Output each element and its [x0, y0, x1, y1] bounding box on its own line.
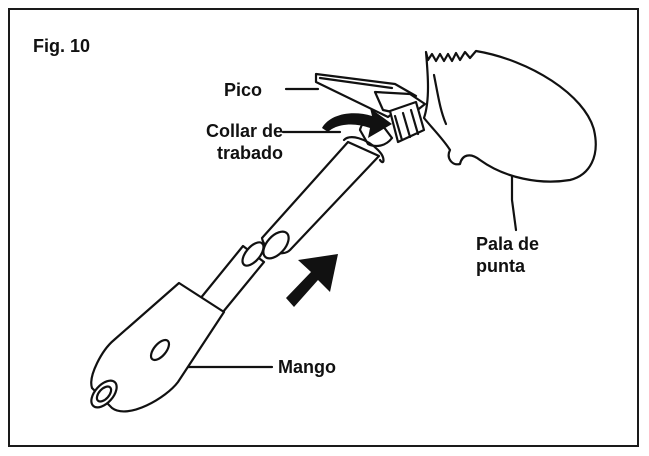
upper-shaft — [260, 136, 385, 260]
label-mango: Mango — [278, 357, 336, 377]
label-pico: Pico — [224, 80, 263, 100]
figure-title: Fig. 10 — [33, 36, 91, 56]
rotation-arrow-icon — [322, 108, 392, 138]
assembly-arrow-icon — [286, 254, 338, 307]
label-pala: Pala de punta — [476, 233, 539, 277]
label-collar-line1: Collar de — [205, 121, 283, 141]
label-pala-line1: Pala de — [476, 234, 540, 254]
handle-part — [90, 241, 266, 413]
leader-line-pala — [510, 174, 518, 232]
label-pala-line2: punta — [476, 256, 525, 276]
label-collar-line2: trabado — [216, 143, 283, 163]
label-collar: Collar de trabado — [180, 120, 283, 164]
blade-part — [422, 49, 597, 183]
